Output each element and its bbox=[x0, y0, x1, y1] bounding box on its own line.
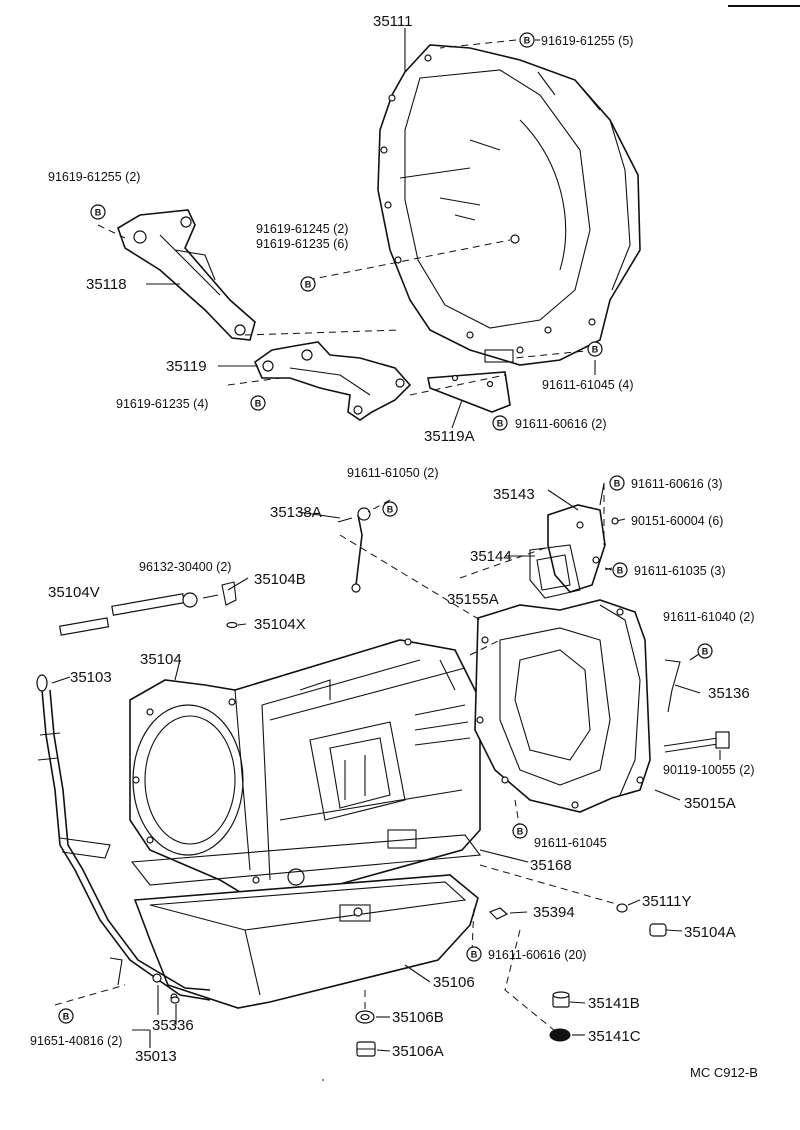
label-bolt-91611-61045-4: 91611-61045 (4) bbox=[542, 378, 634, 392]
label-35106a: 35106A bbox=[392, 1043, 444, 1060]
converter-housing-drawing bbox=[377, 44, 641, 366]
label-bolt-91619-61245: 91619-61245 (2) bbox=[256, 222, 348, 236]
extension-housing-drawing bbox=[474, 599, 681, 813]
cover-35143-drawing bbox=[529, 504, 606, 599]
svg-text:B: B bbox=[387, 505, 394, 515]
label-35155a: 35155A bbox=[447, 591, 499, 608]
label-35013: 35013 bbox=[135, 1048, 177, 1065]
label-35141b: 35141B bbox=[588, 995, 640, 1012]
svg-text:B: B bbox=[305, 280, 312, 290]
label-35103: 35103 bbox=[70, 669, 112, 686]
label-35104: 35104 bbox=[140, 651, 182, 668]
label-35394: 35394 bbox=[533, 904, 575, 921]
label-35144: 35144 bbox=[470, 548, 512, 565]
svg-text:B: B bbox=[524, 36, 531, 46]
label-bolt-96132-30400: 96132-30400 (2) bbox=[139, 560, 231, 574]
bolt-marker-icon: B bbox=[90, 204, 106, 220]
label-bolt-91619-61255-2: 91619-61255 (2) bbox=[48, 170, 140, 184]
bolt-marker-icon: B bbox=[609, 475, 625, 491]
bracket-35118-drawing bbox=[117, 209, 256, 341]
bolt-marker-icon: B bbox=[612, 562, 628, 578]
label-bolt-91611-61040: 91611-61040 (2) bbox=[663, 610, 755, 624]
label-bolt-90151-60004: 90151-60004 (6) bbox=[631, 514, 723, 528]
svg-text:B: B bbox=[255, 399, 262, 409]
oil-pan-drawing bbox=[130, 834, 482, 1009]
label-35336: 35336 bbox=[152, 1017, 194, 1034]
label-35015a: 35015A bbox=[684, 795, 736, 812]
bolt-marker-icon: B bbox=[300, 276, 316, 292]
label-35106b: 35106B bbox=[392, 1009, 444, 1026]
label-bolt-91619-61255-5: 91619-61255 (5) bbox=[541, 34, 633, 48]
bolt-marker-icon: B bbox=[519, 32, 535, 48]
label-35119: 35119 bbox=[166, 358, 207, 375]
label-35104v: 35104V bbox=[48, 584, 100, 601]
label-35119a: 35119A bbox=[424, 428, 475, 445]
bolt-marker-icon: B bbox=[382, 501, 398, 517]
svg-text:B: B bbox=[471, 950, 478, 960]
bolt-marker-icon: B bbox=[466, 946, 482, 962]
label-bolt-91611-61035: 91611-61035 (3) bbox=[634, 564, 726, 578]
svg-text:B: B bbox=[497, 419, 504, 429]
label-bolt-91611-61045: 91611-61045 bbox=[534, 836, 607, 850]
transmission-case-drawing bbox=[129, 638, 481, 906]
label-bolt-90119-10055: 90119-10055 (2) bbox=[663, 763, 755, 777]
label-35104b: 35104B bbox=[254, 571, 306, 588]
label-bolt-91651-40816: 91651-40816 (2) bbox=[30, 1034, 122, 1048]
label-bolt-91611-60616-20: 91611-60616 (20) bbox=[488, 948, 586, 962]
label-35111y: 35111Y bbox=[642, 893, 692, 910]
label-bolt-91611-60616-3: 91611-60616 (3) bbox=[631, 477, 723, 491]
label-bolt-91611-60616-2: 91611-60616 (2) bbox=[515, 417, 607, 431]
svg-text:B: B bbox=[517, 827, 524, 837]
figure-code: MC C912-B bbox=[690, 1065, 758, 1080]
label-35104x: 35104X bbox=[254, 616, 306, 633]
svg-text:B: B bbox=[614, 479, 621, 489]
svg-text:B: B bbox=[63, 1012, 70, 1022]
bolt-markers: B B B B B B B B B B B B B bbox=[58, 32, 713, 1024]
bolt-marker-icon: B bbox=[250, 395, 266, 411]
label-35168: 35168 bbox=[530, 857, 572, 874]
bolt-labels: 91619-61255 (5) 91619-61255 (2) 91619-61… bbox=[30, 34, 755, 1048]
svg-text:B: B bbox=[95, 208, 102, 218]
hardware-drawings bbox=[58, 517, 730, 1057]
bracket-35119-drawing bbox=[254, 341, 412, 421]
svg-text:B: B bbox=[592, 345, 599, 355]
label-35138a: 35138A bbox=[270, 504, 322, 521]
label-35104a: 35104A bbox=[684, 924, 736, 941]
bolt-marker-icon: B bbox=[492, 415, 508, 431]
label-35118: 35118 bbox=[86, 276, 127, 293]
plate-35119a-drawing bbox=[427, 371, 511, 413]
part-labels: 35111 35118 35119 35119A 35138A 35143 35… bbox=[48, 13, 750, 1065]
label-bolt-91619-61235-4: 91619-61235 (4) bbox=[116, 397, 208, 411]
bolt-marker-icon: B bbox=[587, 341, 603, 357]
label-35106: 35106 bbox=[433, 974, 475, 991]
bolt-marker-icon: B bbox=[512, 823, 528, 839]
bolt-marker-icon: B bbox=[58, 1008, 74, 1024]
bolt-marker-icon: B bbox=[697, 643, 713, 659]
label-bolt-91619-61235-6: 91619-61235 (6) bbox=[256, 237, 348, 251]
label-bolt-91611-61050: 91611-61050 (2) bbox=[347, 466, 439, 480]
svg-text:B: B bbox=[702, 647, 709, 657]
link-35138a-drawing bbox=[337, 507, 371, 593]
label-35141c: 35141C bbox=[588, 1028, 641, 1045]
label-35111: 35111 bbox=[373, 13, 413, 30]
label-35143: 35143 bbox=[493, 486, 535, 503]
svg-text:B: B bbox=[617, 566, 624, 576]
label-35136: 35136 bbox=[708, 685, 750, 702]
leader-lines bbox=[51, 28, 721, 1052]
